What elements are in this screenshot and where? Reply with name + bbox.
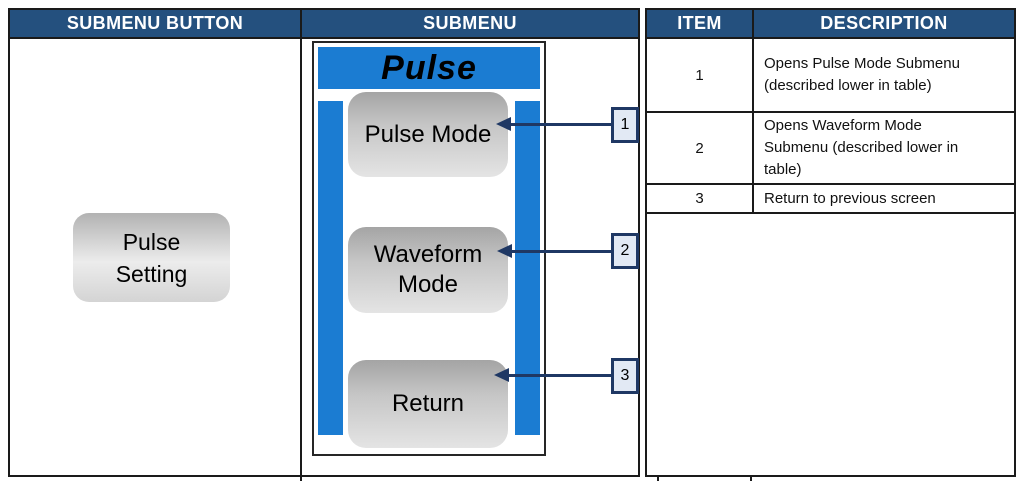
callout-box-3: 3 (611, 358, 639, 394)
item-number-3: 3 (695, 190, 704, 207)
return-button[interactable]: Return (348, 360, 508, 448)
description-1: Opens Pulse Mode Submenu (described lowe… (764, 55, 960, 94)
row-divider (647, 183, 1014, 185)
row-divider (647, 212, 1014, 214)
callout-number-2: 2 (620, 242, 630, 259)
right-header-divider (647, 37, 1014, 39)
submenu-title: Pulse (381, 48, 477, 87)
next-row-divider-stub (657, 477, 659, 481)
callout-box-1: 1 (611, 107, 639, 143)
description-3: Return to previous screen (764, 189, 936, 207)
callout-number-1: 1 (620, 116, 630, 133)
row-divider (647, 111, 1014, 113)
submenu-right-bar (515, 101, 540, 435)
waveform-mode-button[interactable]: Waveform Mode (348, 227, 508, 313)
description-2: Opens Waveform Mode Submenu (described l… (764, 117, 959, 178)
pulse-setting-button[interactable]: Pulse Setting (73, 213, 230, 302)
header-description: DESCRIPTION (820, 13, 948, 33)
right-table: ITEM DESCRIPTION 1 Opens Pulse Mode Subm… (645, 8, 1016, 477)
arrow-left-icon (497, 244, 512, 258)
header-item: ITEM (677, 13, 722, 33)
submenu-left-bar (318, 101, 343, 435)
arrow-left-icon (496, 117, 511, 131)
callout-arrow-2 (510, 250, 612, 253)
header-submenu-button: SUBMENU BUTTON (66, 13, 244, 33)
next-row-divider-stub (750, 477, 752, 481)
item-number-1: 1 (695, 66, 704, 84)
callout-arrow-3 (507, 374, 612, 377)
item-number-2: 2 (695, 139, 704, 157)
right-table-header-band (647, 10, 1014, 37)
header-submenu: SUBMENU (423, 13, 517, 33)
arrow-left-icon (494, 368, 509, 382)
submenu-title-bar (318, 47, 540, 89)
left-header-divider (10, 37, 638, 39)
pulse-mode-button[interactable]: Pulse Mode (348, 92, 508, 177)
next-row-divider-stub (300, 477, 302, 481)
callout-arrow-1 (509, 123, 612, 126)
left-table-header-band (10, 10, 638, 37)
left-column-divider (300, 10, 302, 475)
callout-number-3: 3 (620, 367, 630, 384)
callout-box-2: 2 (611, 233, 639, 269)
